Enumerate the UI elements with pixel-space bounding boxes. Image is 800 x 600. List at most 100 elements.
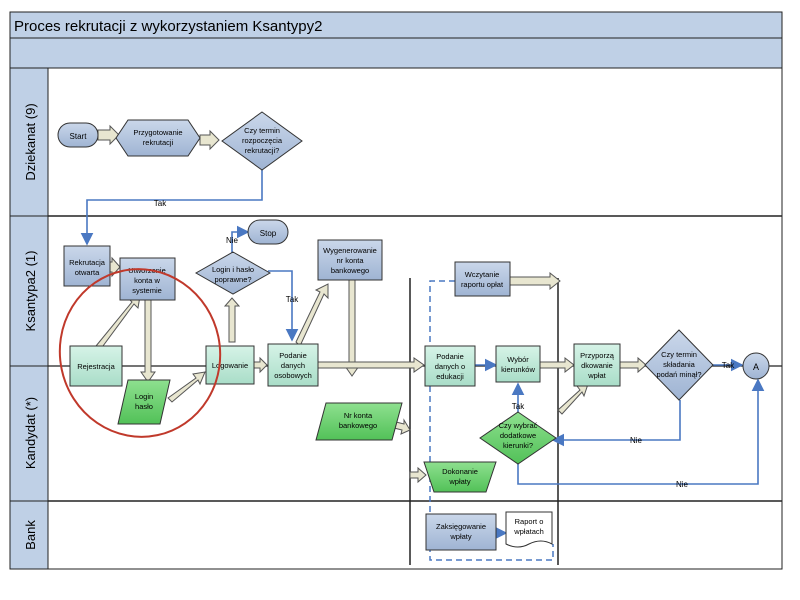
node-connector-a-label: A (753, 362, 759, 372)
lane-label-bank: Bank (23, 520, 38, 550)
node-dokonanie-wplaty[interactable] (423, 461, 497, 493)
edge-label-tak-dziekanat: Tak (154, 199, 167, 208)
node-zaksiegowanie-l2: wpłaty (449, 532, 472, 541)
connector-nie-a (517, 378, 765, 485)
node-start-label: Start (70, 132, 88, 141)
lane-label-ksantypa: Ksantypa2 (1) (23, 251, 38, 332)
lane-label-dziekanat: Dziekanat (9) (23, 103, 38, 180)
node-podanie-edukacji-l1: Podanie (436, 352, 464, 361)
arrow-logowanie-czy (223, 297, 241, 343)
connector-tak-dziekanat (80, 166, 263, 246)
node-dokonanie-wplaty-l1: Dokonanie (442, 467, 478, 476)
arrow-kierunki-przyp (539, 356, 575, 374)
arrow-bar-dokonanie (409, 466, 427, 484)
node-podanie-edukacji-l3: edukacji (436, 372, 464, 381)
edge-label-tak-podanie: Tak (286, 295, 299, 304)
node-czy-termin-rozpoczecia[interactable] (221, 111, 303, 171)
node-rejestracja-label: Rejestracja (77, 362, 115, 371)
node-przyporzadkowanie-l3: wpłat (587, 371, 606, 380)
node-wygenerowanie-l3: bankowego (331, 266, 369, 275)
lane-header-ksantypa (9, 215, 49, 367)
node-wygenerowanie-l2: nr konta (336, 256, 364, 265)
title-bar (9, 11, 783, 39)
node-czy-termin-skl-l2: składania (663, 360, 696, 369)
node-wybor-kierunkow-l1: Wybór (507, 355, 529, 364)
header-band (9, 37, 783, 69)
node-czy-termin-rozp-l2: rozpoczęcia (242, 136, 283, 145)
node-wczytanie-raportu[interactable] (454, 261, 511, 297)
node-przyporzadkowanie-l2: dkowanie (581, 361, 613, 370)
edge-label-nie-a: Nie (676, 480, 689, 489)
node-czy-wybrac-l3: kierunki? (503, 441, 533, 450)
node-start[interactable] (57, 122, 99, 148)
node-wygenerowanie[interactable] (317, 239, 383, 281)
node-logowanie[interactable] (205, 345, 255, 385)
connector-tak-podanie (268, 270, 299, 342)
node-stop[interactable] (247, 219, 289, 245)
node-wczytanie-l2: raportu opłat (461, 280, 504, 289)
edge-label-tak-a: Tak (722, 361, 735, 370)
node-zaksiegowanie-l1: Zaksięgowanie (436, 522, 486, 531)
flow-connectors (80, 166, 765, 540)
node-podanie-edukacji[interactable] (424, 345, 476, 387)
arrow-podanie-wygenerowanie (295, 283, 329, 347)
node-czy-termin-skladania[interactable] (644, 329, 714, 401)
arrow-podanie-edukacja (317, 357, 425, 373)
node-przygotowanie-l1: Przygotowanie (133, 128, 182, 137)
node-dokonanie-wplaty-l2: wpłaty (448, 477, 471, 486)
node-login-haslo[interactable] (117, 379, 171, 425)
node-utworzenie-konta[interactable] (119, 257, 176, 301)
edge-label-nie-stop: Nie (226, 236, 239, 245)
node-utworzenie-konta-l2: konta w (134, 276, 160, 285)
node-rejestracja[interactable] (69, 345, 123, 387)
arrow-start-przygotowanie (97, 124, 120, 146)
node-rekrutacja-otwarta-l1: Rekrutacja (69, 258, 106, 267)
node-login-haslo-poprawne[interactable] (194, 251, 272, 295)
node-czy-wybrac-l1: Czy wybrać (499, 421, 538, 430)
node-wygenerowanie-l1: Wygenerowanie (323, 246, 377, 255)
node-raport-wplatach-l2: wpłatach (513, 527, 544, 536)
lane-header-bank (9, 500, 49, 570)
arrow-przyp-czy (619, 356, 647, 374)
node-podanie-osobowych[interactable] (267, 343, 319, 387)
lane-label-kandydat: Kandydat (*) (23, 397, 38, 469)
edge-label-nie-czy-wybrac: Nie (630, 436, 643, 445)
node-czy-termin-skl-l1: Czy termin (661, 350, 697, 359)
edge-label-tak-kierunki: Tak (512, 402, 525, 411)
node-przyporzadkowanie[interactable] (573, 343, 621, 387)
arrow-przygotowanie-czy (199, 129, 220, 151)
node-przyporzadkowanie-l1: Przyporzą (580, 351, 615, 360)
node-login-haslo-l2: hasło (135, 402, 153, 411)
node-czy-wybrac-dodatkowe[interactable] (479, 411, 557, 465)
node-raport-wplatach-l1: Raport o (515, 517, 544, 526)
node-login-haslo-ok-l1: Login i hasło (212, 265, 254, 274)
node-podanie-edukacji-l2: danych o (435, 362, 465, 371)
node-wybor-kierunkow-l2: kierunków (501, 365, 535, 374)
node-przygotowanie-l2: rekrutacji (143, 138, 174, 147)
block-arrows (95, 124, 647, 484)
node-przygotowanie[interactable] (115, 119, 201, 157)
node-czy-termin-rozp-l3: rekrutacji? (245, 146, 280, 155)
node-wybor-kierunkow[interactable] (495, 345, 541, 383)
highlight-ellipse (58, 268, 222, 438)
node-nr-konta[interactable] (315, 402, 403, 441)
node-czy-termin-skl-l3: podań minął? (656, 370, 701, 379)
arrow-bar-przyp (557, 383, 589, 415)
node-raport-wplatach[interactable] (505, 511, 553, 548)
node-zaksiegowanie[interactable] (425, 513, 497, 551)
node-logowanie-label: Logowanie (212, 361, 248, 370)
node-czy-wybrac-l2: dodatkowe (500, 431, 536, 440)
diagram-title: Proces rekrutacji z wykorzystaniem Ksant… (14, 18, 322, 35)
node-login-haslo-l1: Login (135, 392, 153, 401)
node-rekrutacja-otwarta-l2: otwarta (75, 268, 100, 277)
node-czy-termin-rozp-l1: Czy termin (244, 126, 280, 135)
arrow-utworzenie-login (140, 297, 156, 383)
arrow-login-logowanie (167, 371, 206, 403)
node-utworzenie-konta-l3: systemie (132, 286, 162, 295)
dashed-feedback-line (429, 280, 554, 561)
node-stop-label: Stop (260, 229, 277, 238)
lane-header-dziekanat (9, 67, 49, 217)
node-connector-a[interactable] (742, 352, 770, 380)
node-nr-konta-l2: bankowego (339, 421, 377, 430)
node-wczytanie-l1: Wczytanie (465, 270, 500, 279)
